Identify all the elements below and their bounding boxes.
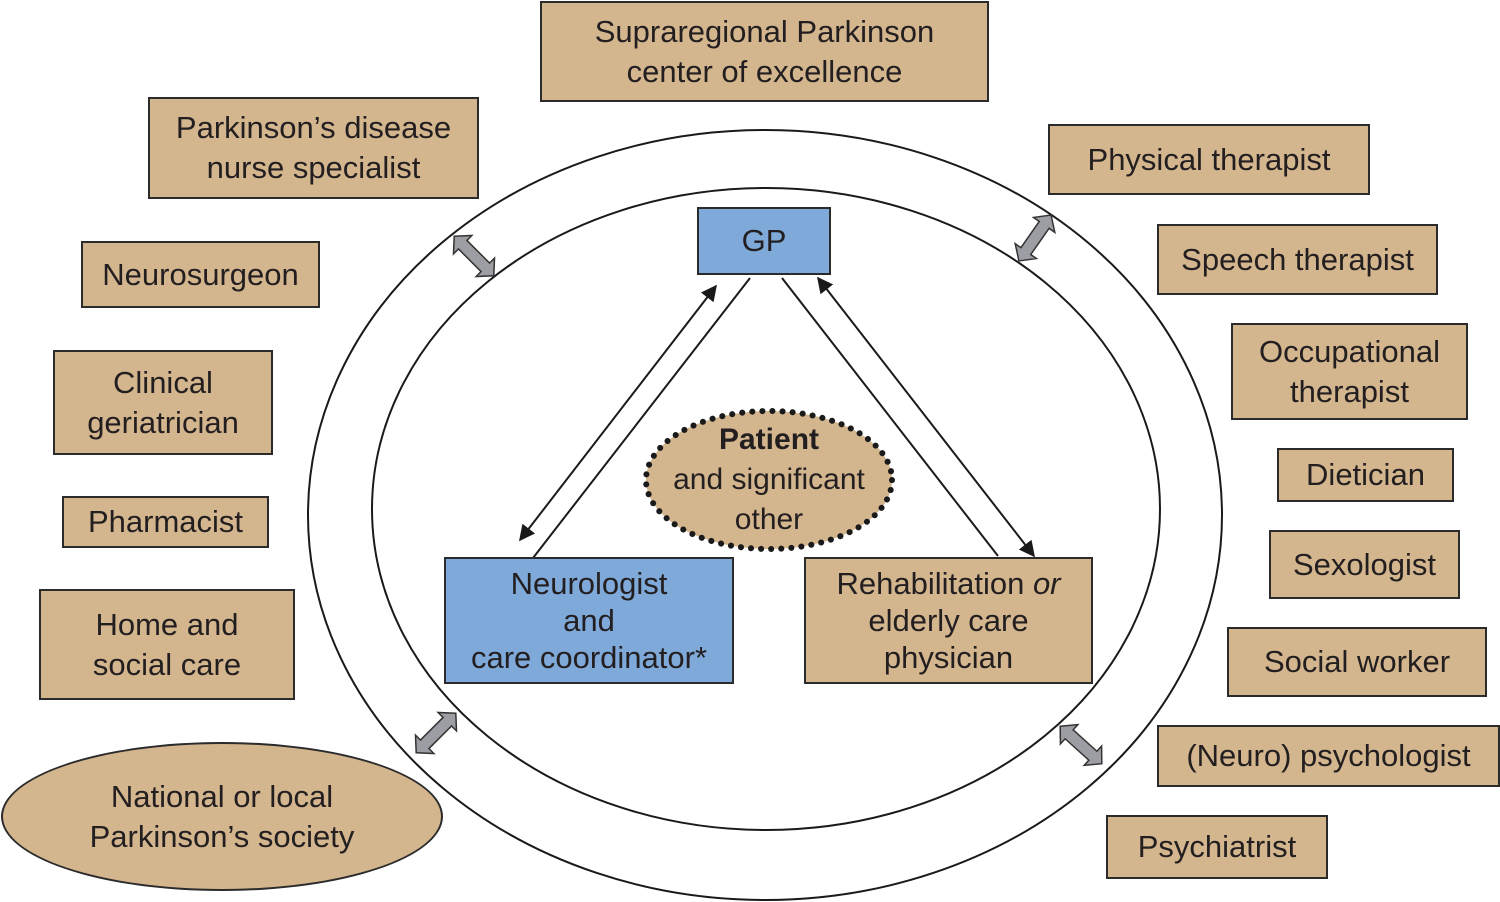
parkinsons-society-label: National or local Parkinson’s society [89, 778, 355, 854]
rehab-label-line1: Rehabilitation or [836, 566, 1061, 601]
center-of-excellence-label: Supraregional Parkinson center of excell… [594, 13, 935, 89]
double-arrow-top-left [452, 234, 496, 278]
parkinsons-society-oval: National or local Parkinson’s society [1, 742, 443, 891]
dietician-box: Dietician [1277, 448, 1454, 502]
center-of-excellence-box: Supraregional Parkinson center of excell… [540, 1, 989, 102]
neurosurgeon-label: Neurosurgeon [102, 256, 299, 292]
inner-ring [371, 187, 1161, 831]
dietician-label: Dietician [1306, 457, 1425, 492]
occupational-therapist-label: Occupational therapist [1259, 333, 1440, 409]
social-worker-box: Social worker [1227, 627, 1487, 697]
neurologist-label: Neurologist and care coordinator* [470, 566, 708, 675]
neurologist-to-gp-arrow [519, 284, 717, 542]
outer-ring [307, 129, 1223, 901]
double-arrow-bottom-right [1059, 723, 1103, 767]
psychiatrist-box: Psychiatrist [1106, 815, 1328, 879]
significant-other-label: and significant [673, 463, 865, 496]
physical-therapist-box: Physical therapist [1048, 124, 1370, 195]
neuro-psychologist-label: (Neuro) psychologist [1186, 738, 1471, 773]
sexologist-box: Sexologist [1269, 530, 1460, 599]
patient-node: Patient and significant other [646, 420, 892, 540]
patient-label: Patient [718, 423, 820, 456]
home-social-care-label: Home and social care [92, 606, 242, 682]
pd-nurse-specialist-label: Parkinson’s disease nurse specialist [175, 110, 452, 185]
neurosurgeon-box: Neurosurgeon [81, 241, 320, 308]
social-worker-label: Social worker [1263, 644, 1451, 679]
speech-therapist-label: Speech therapist [1181, 241, 1414, 277]
home-social-care-box: Home and social care [39, 589, 295, 700]
sexologist-label: Sexologist [1292, 546, 1437, 582]
pharmacist-label: Pharmacist [87, 504, 244, 539]
pharmacist-box: Pharmacist [62, 496, 269, 548]
speech-therapist-box: Speech therapist [1157, 224, 1438, 295]
rehab-physician-box: Rehabilitation or elderly care physician [804, 557, 1093, 684]
occupational-therapist-box: Occupational therapist [1231, 323, 1468, 420]
pd-nurse-specialist-box: Parkinson’s disease nurse specialist [148, 97, 479, 199]
clinical-geriatrician-label: Clinical geriatrician [87, 364, 239, 440]
other-label: other [734, 503, 804, 536]
neuro-psychologist-box: (Neuro) psychologist [1157, 725, 1500, 787]
rehab-label-rest: elderly care physician [868, 603, 1029, 675]
neurologist-box: Neurologist and care coordinator* [444, 557, 734, 684]
rehab-to-gp-arrow [817, 276, 1035, 558]
clinical-geriatrician-box: Clinical geriatrician [53, 350, 273, 455]
patient-oval [643, 408, 895, 552]
double-arrow-top-right [1014, 214, 1056, 262]
psychiatrist-label: Psychiatrist [1137, 829, 1297, 864]
gp-box: GP [697, 207, 831, 275]
double-arrow-bottom-left [414, 711, 458, 755]
physical-therapist-label: Physical therapist [1087, 141, 1331, 177]
gp-label: GP [741, 223, 787, 258]
